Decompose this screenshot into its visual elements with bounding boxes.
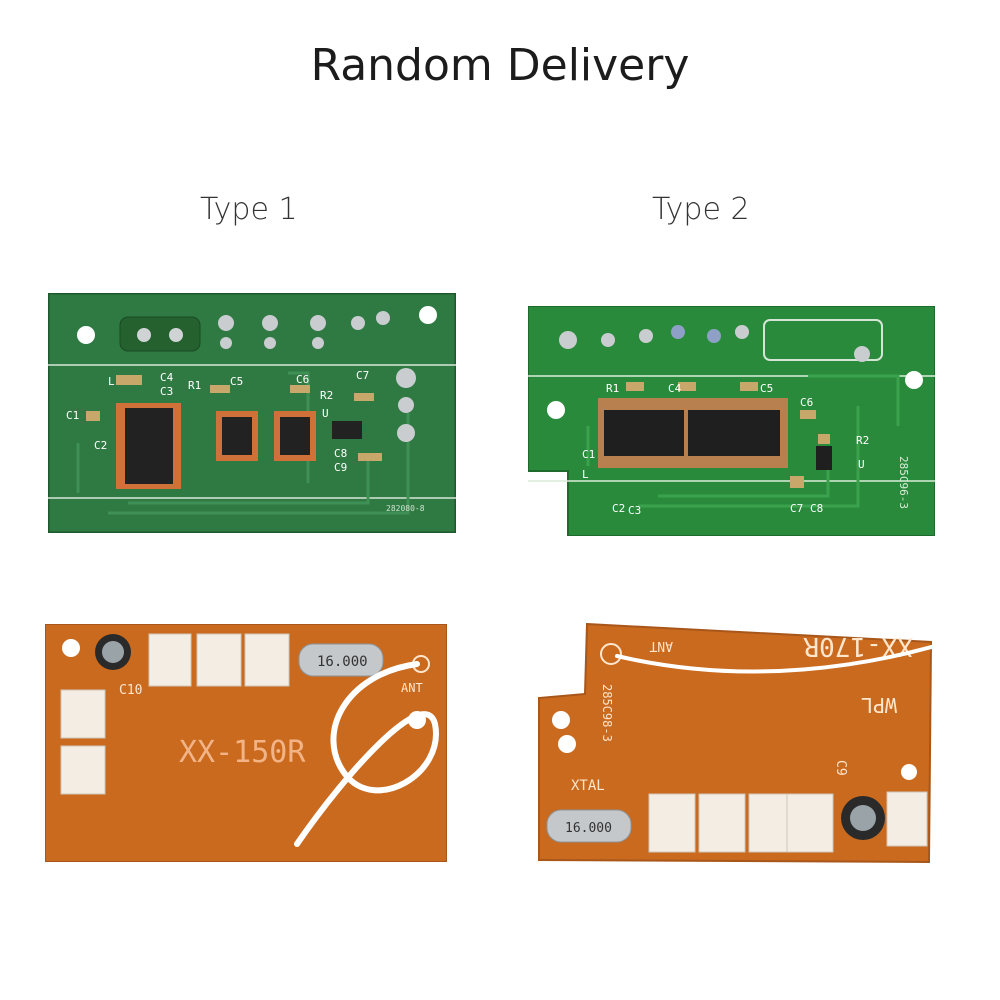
mounting-hole: [558, 735, 576, 753]
silk-c1: C1: [582, 448, 595, 461]
cap-label: C10: [119, 683, 142, 698]
brand-label: WPL: [861, 693, 897, 717]
ic-chip-2: [222, 417, 252, 455]
antenna-wire: [615, 624, 999, 674]
silk-r1: R1: [606, 382, 619, 395]
silk-c9: C9: [334, 461, 347, 474]
mounting-hole: [77, 326, 95, 344]
mounting-hole: [62, 639, 80, 657]
type-2-front-board: R1 C4 C5 C6 R2 C1 L C2 C3 C7 C8 U 285C96…: [528, 306, 935, 536]
silk-c4: C4: [668, 382, 682, 395]
silk-c6: C6: [296, 373, 309, 386]
mounting-hole: [905, 371, 923, 389]
silk-c3: C3: [160, 385, 173, 398]
cap-label: C9: [833, 760, 848, 776]
connector: [244, 633, 290, 687]
board-code: 282080-8: [386, 504, 425, 513]
type-2-label: Type 2: [652, 192, 750, 227]
silk-u: U: [858, 458, 865, 471]
silk-c8: C8: [334, 447, 347, 460]
silk-c2: C2: [94, 439, 107, 452]
connector: [196, 633, 242, 687]
board-code: 285C96-3: [897, 456, 910, 509]
silk-l: L: [582, 468, 589, 481]
silk-r1: R1: [188, 379, 201, 392]
mounting-hole: [419, 306, 437, 324]
connector: [148, 633, 192, 687]
silk-c6: C6: [800, 396, 813, 409]
silk-r2: R2: [320, 389, 333, 402]
electrolytic-capacitor: [95, 634, 131, 670]
silk-c5: C5: [230, 375, 243, 388]
ic-chip-3: [280, 417, 310, 455]
silk-c4: C4: [160, 371, 174, 384]
ic-chip-1: [604, 410, 684, 456]
page-title: Random Delivery: [310, 40, 690, 91]
type-1-front-board: C1 C2 L C4 C3 R1 C5 C6 R2 C7 U C8 C9 282…: [48, 293, 456, 533]
connector: [698, 793, 746, 853]
ant-label: ANT: [401, 681, 423, 695]
crystal-oscillator: 16.000: [298, 643, 384, 677]
silk-c7: C7: [790, 502, 803, 515]
transistor: [816, 446, 832, 470]
board-code: 285C98-3: [600, 684, 614, 742]
silk-r2: R2: [856, 434, 869, 447]
silk-c1: C1: [66, 409, 79, 422]
connector: [786, 793, 834, 853]
crystal-label: 16.000: [317, 654, 368, 670]
type-1-back-board: C10 16.000 ANT XX-150R: [45, 624, 447, 862]
mounting-hole: [547, 401, 565, 419]
crystal-oscillator: 16.000: [546, 809, 632, 843]
ic-chip-2: [688, 410, 780, 456]
crystal-label: 16.000: [565, 821, 612, 836]
mounting-hole: [552, 711, 570, 729]
electrolytic-capacitor: [841, 796, 885, 840]
silk-l: L: [108, 375, 115, 388]
model-label: XX-150R: [179, 735, 306, 770]
transistor: [332, 421, 362, 439]
xtal-label: XTAL: [571, 778, 605, 794]
mounting-hole: [901, 764, 917, 780]
connector: [60, 689, 106, 739]
silk-c8: C8: [810, 502, 823, 515]
silk-c7: C7: [356, 369, 369, 382]
silk-c5: C5: [760, 382, 773, 395]
silk-c2: C2: [612, 502, 625, 515]
type-2-back-board: ANT XX-170R WPL 285C98-3 XTAL C9 16.000: [538, 622, 999, 864]
silk-u: U: [322, 407, 329, 420]
connector: [60, 745, 106, 795]
type-1-label: Type 1: [200, 192, 298, 227]
connector: [886, 791, 928, 847]
connector: [648, 793, 696, 853]
antenna-wire: [294, 661, 439, 847]
ant-label: ANT: [649, 638, 673, 653]
silk-c3: C3: [628, 504, 641, 517]
